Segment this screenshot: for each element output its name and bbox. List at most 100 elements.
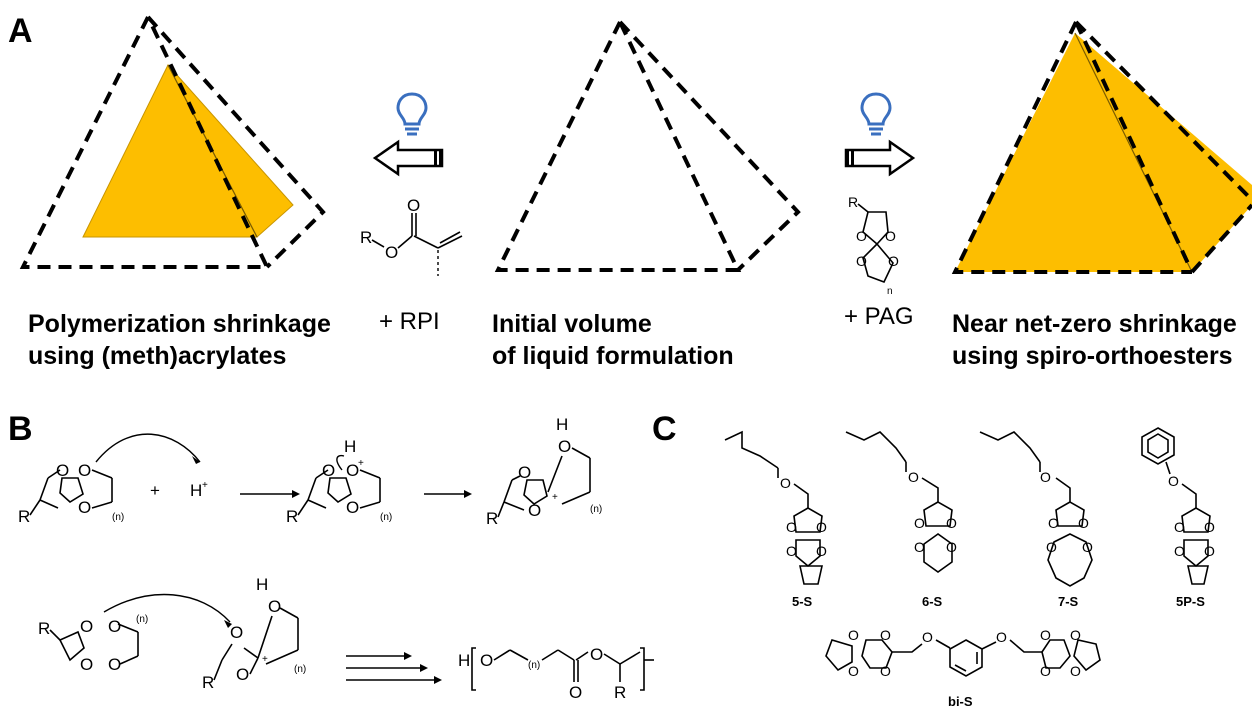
atom-o: O	[1174, 519, 1185, 535]
compound-label: 5P-S	[1176, 594, 1205, 609]
atom-r: R	[38, 619, 50, 638]
atom-o: O	[1070, 663, 1081, 679]
scheme-b-reactant: O O O R (n)	[18, 461, 124, 526]
left-caption-line2: using (meth)acrylates	[28, 342, 286, 370]
atom-o: O	[1078, 515, 1089, 531]
right-caption-line1: Near net-zero shrinkage	[952, 310, 1237, 338]
atom-h: H	[458, 651, 470, 670]
atom-n: (n)	[112, 512, 124, 523]
atom-r: R	[614, 683, 626, 702]
plus-sign: +	[150, 481, 160, 500]
h-plus: H	[190, 481, 202, 500]
atom-o: O	[80, 655, 93, 674]
panel-a-letter: A	[8, 12, 33, 50]
atom-o: O	[1204, 543, 1215, 559]
compound-5p-s: O O O O O	[1141, 427, 1215, 585]
scheme-b-row2-cation: O O O H + R (n)	[202, 575, 306, 692]
atom-o: O	[1204, 519, 1215, 535]
panel-b-letter: B	[8, 410, 33, 448]
atom-oplus: O	[346, 461, 359, 480]
scheme-b-cation: O O O H + R (n)	[486, 415, 602, 528]
atom-o: O	[78, 498, 91, 517]
rpi-label: + RPI	[379, 308, 440, 335]
atom-o: O	[816, 543, 827, 559]
atom-o: O	[1040, 663, 1051, 679]
atom-o: O	[816, 519, 827, 535]
atom-o: O	[230, 623, 243, 642]
atom-o: O	[922, 629, 933, 645]
atom-n: (n)	[294, 664, 306, 675]
atom-o: O	[590, 645, 603, 664]
atom-h: H	[556, 415, 568, 434]
atom-o: O	[880, 663, 891, 679]
atom-o: O	[1040, 469, 1051, 485]
atom-o: O	[786, 519, 797, 535]
atom-o: O	[848, 663, 859, 679]
atom-o: O	[1082, 539, 1093, 555]
atom-r: R	[202, 673, 214, 692]
atom-o: O	[1168, 473, 1179, 489]
atom-o: O	[996, 629, 1007, 645]
compound-6-s: O O O O O	[845, 431, 957, 573]
atom-o: O	[1070, 627, 1081, 643]
compound-7-s: O O O O O	[979, 431, 1093, 587]
compound-label: bi-S	[948, 694, 973, 709]
atom-o: O	[569, 683, 582, 702]
atom-n: (n)	[528, 660, 540, 671]
acrylate-o-carbonyl: O	[407, 196, 420, 215]
shrinkage-pyramid-left	[19, 15, 326, 269]
compound-label: 7-S	[1058, 594, 1079, 609]
lightbulb-icon	[860, 92, 892, 136]
atom-o: O	[1040, 627, 1051, 643]
atom-r: R	[486, 509, 498, 528]
right-caption-line2: using spiro-orthoesters	[952, 342, 1233, 370]
h-plus-charge: +	[202, 480, 208, 491]
acrylate-structure: R O O	[360, 196, 463, 276]
middle-caption-line2: of liquid formulation	[492, 342, 734, 370]
atom-o: O	[914, 515, 925, 531]
scheme-b-protonated: O O + H O R (n)	[286, 437, 392, 526]
atom-o: O	[848, 627, 859, 643]
atom-o: O	[528, 501, 541, 520]
atom-n: (n)	[136, 614, 148, 625]
atom-o: O	[1174, 543, 1185, 559]
spiro-o: O	[885, 228, 896, 244]
spiro-o: O	[856, 228, 867, 244]
initial-volume-pyramid	[494, 20, 801, 272]
atom-n: (n)	[380, 512, 392, 523]
spiro-orthoester-structure: R O O O O n	[848, 194, 899, 297]
atom-o: O	[946, 539, 957, 555]
panel-c-letter: C	[652, 410, 677, 448]
propagation-arrows	[346, 652, 442, 684]
acrylate-o-ester: O	[385, 243, 398, 262]
compound-label: 5-S	[792, 594, 813, 609]
atom-o: O	[322, 461, 335, 480]
spiro-n: n	[887, 286, 893, 297]
left-caption-line1: Polymerization shrinkage	[28, 310, 331, 338]
charge: +	[262, 654, 268, 665]
atom-h: H	[344, 437, 356, 456]
atom-o: O	[1046, 539, 1057, 555]
compound-label: 6-S	[922, 594, 943, 609]
compound-bi-s: O O O O O O O O O O	[825, 627, 1101, 679]
atom-h: H	[256, 575, 268, 594]
charge: +	[358, 458, 364, 469]
atom-n: (n)	[590, 504, 602, 515]
atom-o: O	[268, 597, 281, 616]
atom-o: O	[56, 461, 69, 480]
charge: +	[552, 492, 558, 503]
atom-o: O	[558, 437, 571, 456]
atom-o: O	[78, 461, 91, 480]
scheme-b-row2-monomer: R O O O O (n)	[38, 614, 148, 674]
acrylate-r: R	[360, 228, 372, 247]
compound-5-s: O O O O O	[724, 430, 827, 585]
open-arrow-left-icon	[372, 139, 444, 177]
atom-o: O	[518, 463, 531, 482]
lightbulb-icon	[396, 92, 428, 136]
atom-o: O	[946, 515, 957, 531]
atom-o: O	[914, 539, 925, 555]
open-arrow-right-icon	[844, 139, 916, 177]
atom-o: O	[786, 543, 797, 559]
polyester-structure: H O (n) O O R	[458, 645, 654, 702]
